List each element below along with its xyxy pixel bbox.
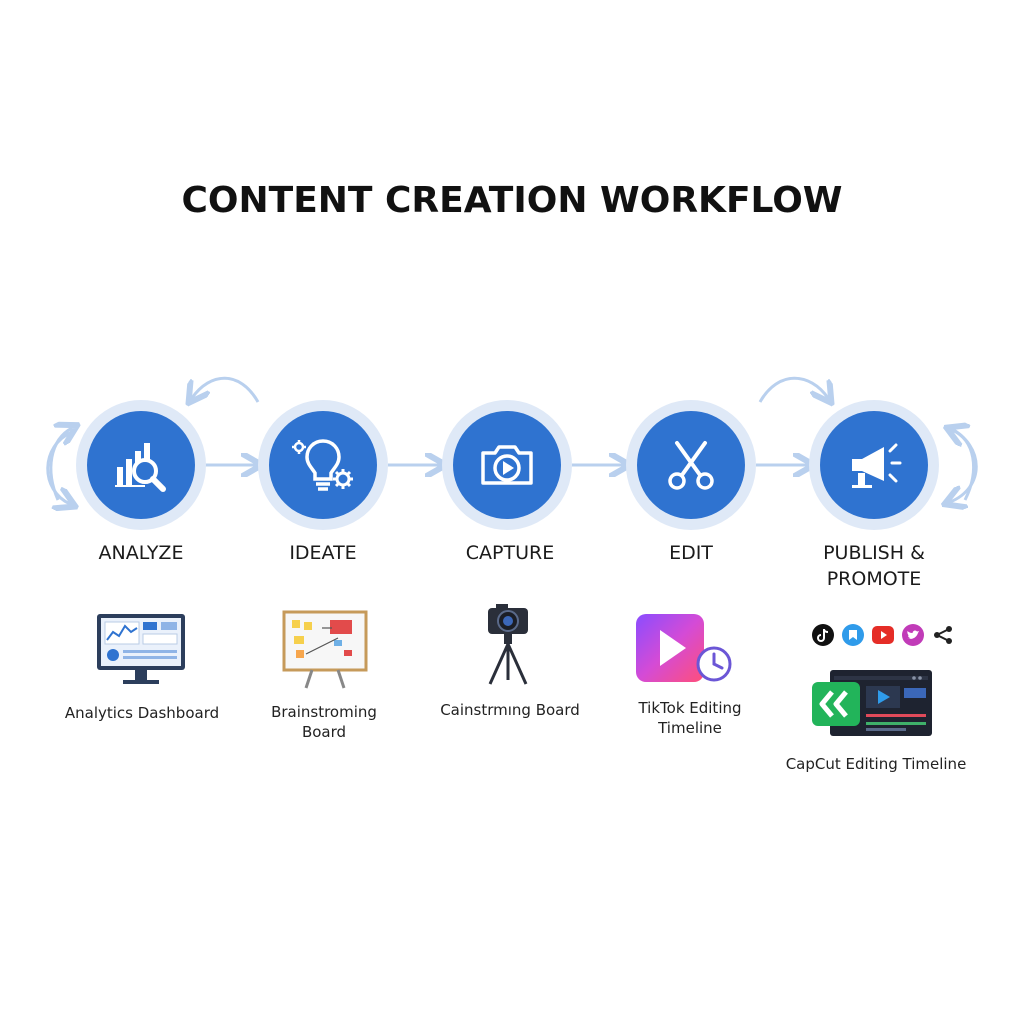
step-label-analyze: ANALYZE	[98, 542, 184, 564]
magnifier-bar-chart-icon	[115, 443, 166, 492]
loop-arrow-right	[950, 426, 978, 502]
megaphone-icon	[852, 443, 902, 488]
loop-arrow-left	[49, 428, 72, 501]
step-analyze	[76, 400, 206, 530]
whiteboard-icon	[282, 610, 368, 689]
loop-arrow-left	[46, 430, 72, 504]
step-label-capture: CAPTURE	[465, 542, 555, 564]
step-capture	[442, 400, 572, 530]
scissors-icon	[668, 441, 714, 490]
loop-arrow-top-right	[758, 376, 828, 402]
step-label-ideate: IDEATE	[289, 542, 357, 564]
capcut-editor-icon	[812, 670, 932, 736]
step-edit	[626, 400, 756, 530]
tool-label-capcut-editing-timeline: CapCut Editing Timeline	[785, 755, 967, 773]
loop-arrow-right	[952, 430, 976, 501]
tool-label-analytics-dashboard: Analytics Dashboard	[64, 704, 220, 722]
step-label-edit: EDIT	[669, 542, 713, 564]
camera-play-icon	[481, 445, 533, 485]
monitor-dashboard-icon	[97, 614, 185, 684]
tiktok-icon[interactable]	[811, 623, 835, 647]
bookmark-icon[interactable]	[841, 623, 865, 647]
step-publish-promote	[809, 400, 939, 530]
lightbulb-gears-icon	[292, 439, 353, 491]
loop-arrow-top-left	[192, 376, 260, 402]
page-title: CONTENT CREATION WORKFLOW	[181, 180, 843, 221]
camera-tripod-icon	[488, 604, 528, 685]
step-ideate	[258, 400, 388, 530]
tool-label-brainstorming-board: Brainstroming Board	[271, 703, 377, 741]
tool-label-tiktok-editing-timeline: TikTok Editing Timeline	[638, 699, 742, 737]
step-label-publish-promote: PUBLISH & PROMOTE	[823, 542, 925, 590]
youtube-icon[interactable]	[871, 623, 895, 647]
tiktok-play-clock-icon	[636, 614, 732, 682]
social-icons	[811, 623, 961, 647]
share-icon[interactable]	[931, 623, 955, 647]
tool-label-camera-board: Cainstrmıng Board	[440, 701, 580, 719]
twitter-icon[interactable]	[901, 623, 925, 647]
